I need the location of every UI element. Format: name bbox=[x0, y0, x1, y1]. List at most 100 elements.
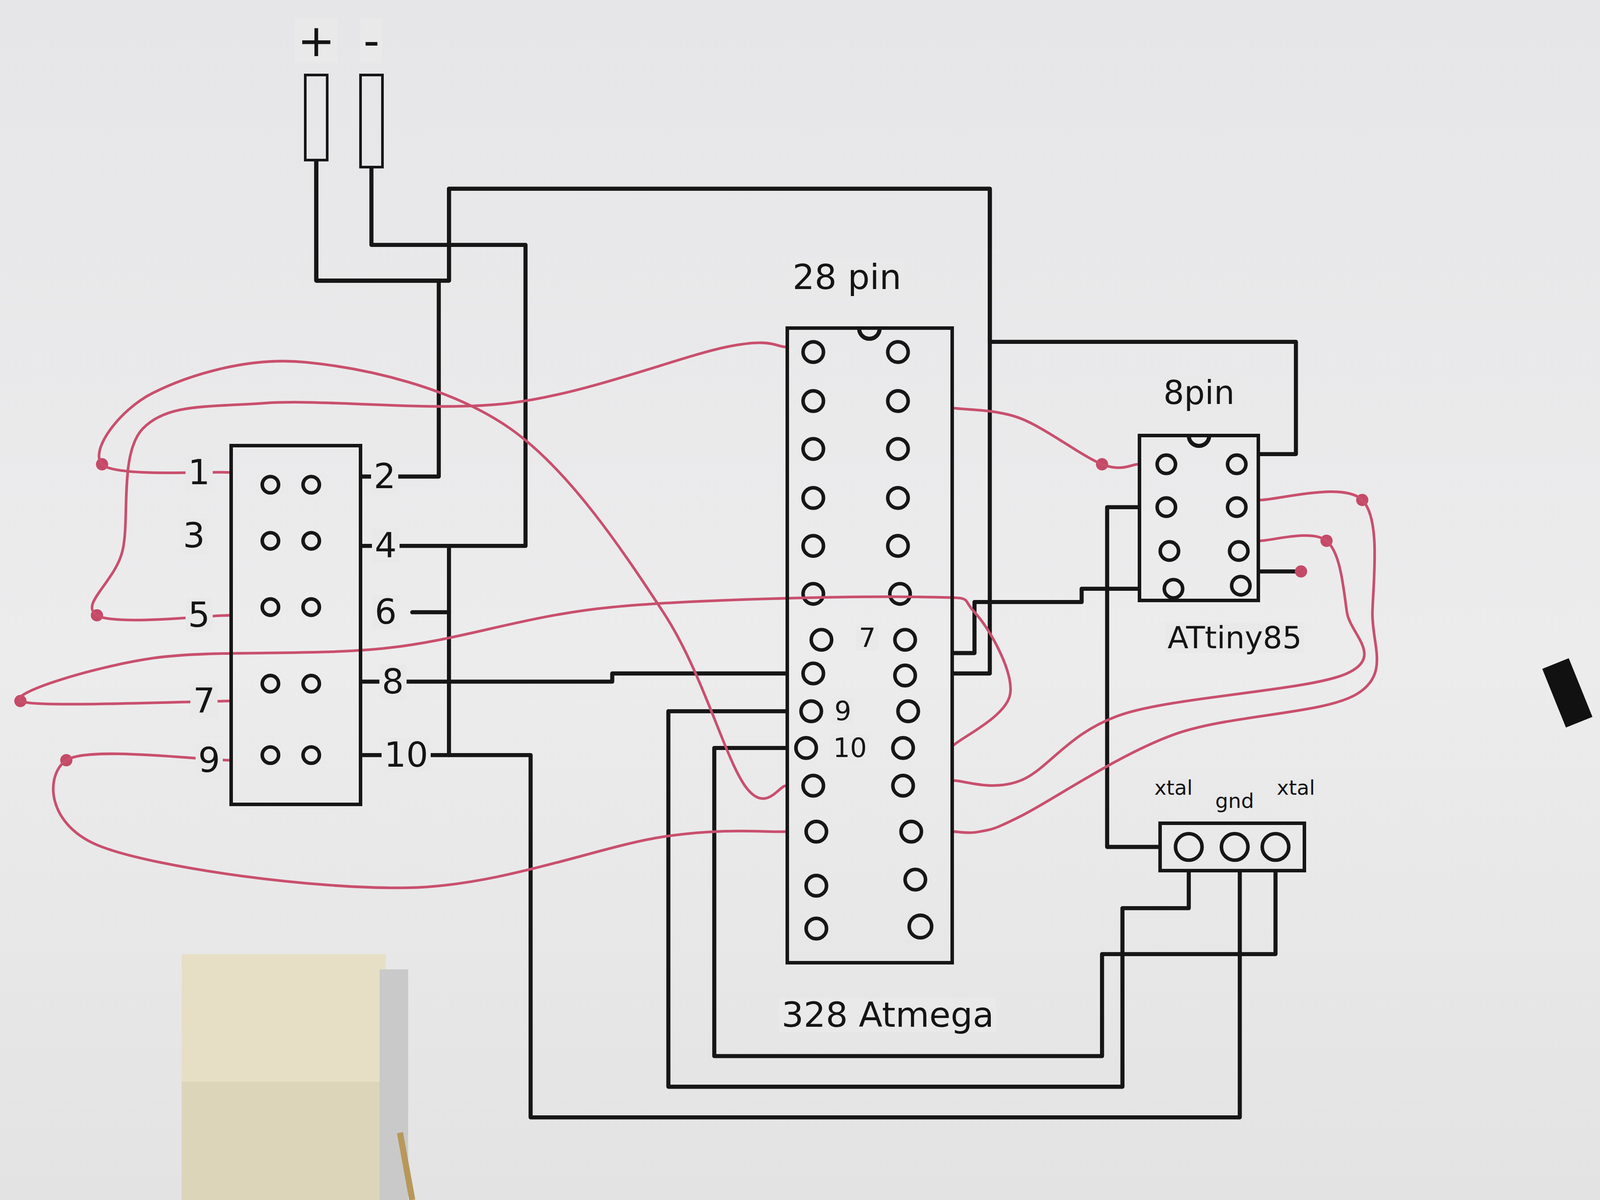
pin-circle bbox=[806, 875, 827, 897]
pin-circle bbox=[303, 532, 320, 549]
pin-circle bbox=[887, 438, 909, 460]
black-object bbox=[1542, 658, 1593, 728]
pin-circle bbox=[803, 390, 824, 412]
chip-name: ATtiny85 bbox=[1164, 622, 1305, 654]
pin-circle bbox=[803, 583, 824, 605]
black-wire bbox=[316, 161, 439, 477]
pin-circle bbox=[1229, 541, 1248, 561]
chip-notch bbox=[1188, 435, 1210, 446]
pin-circle bbox=[303, 675, 320, 692]
pin-circle bbox=[1227, 497, 1247, 517]
chip-package: 28 pin7910328 Atmega bbox=[785, 326, 954, 965]
pin-circle bbox=[909, 915, 932, 938]
crystal-pins bbox=[1175, 833, 1289, 861]
power-terminal: - bbox=[359, 73, 384, 169]
pin-circle bbox=[262, 746, 279, 764]
red-wire bbox=[953, 535, 1365, 786]
stub-line bbox=[1260, 569, 1298, 574]
pin-circle bbox=[1262, 833, 1289, 861]
pin-name: xtal bbox=[1151, 777, 1196, 799]
chip-notch bbox=[859, 328, 880, 339]
chip-package: 8pinATtiny85 bbox=[1137, 433, 1261, 603]
pin-circle bbox=[803, 663, 824, 684]
attiny-pins bbox=[1157, 455, 1250, 599]
pin-circle bbox=[811, 629, 833, 650]
atmega-pins bbox=[796, 341, 932, 939]
polarity-mark: - bbox=[360, 18, 383, 64]
pin-circle bbox=[1175, 833, 1202, 861]
pin-circle bbox=[894, 629, 916, 650]
black-wire bbox=[362, 168, 526, 547]
pin-circle bbox=[1231, 576, 1250, 595]
pin-name: xtal bbox=[1274, 777, 1318, 799]
connector-body bbox=[181, 953, 386, 1200]
red-wire bbox=[953, 408, 1138, 468]
chip-notches bbox=[859, 328, 1210, 447]
pin-circle bbox=[806, 918, 827, 940]
pin-circle bbox=[803, 775, 824, 797]
black-wire bbox=[316, 161, 1296, 455]
crystal-block: xtalgndxtal bbox=[1158, 821, 1307, 873]
red-dot bbox=[1294, 565, 1308, 578]
pin-header: 12345678910 bbox=[229, 443, 362, 807]
pin-circle bbox=[897, 700, 919, 722]
bus-line bbox=[446, 546, 451, 756]
pin-circle bbox=[900, 821, 922, 843]
pin-number: 4 bbox=[371, 528, 400, 564]
pin-circle bbox=[796, 737, 817, 759]
pin-number: 8 bbox=[379, 664, 407, 700]
pin-circle bbox=[1160, 541, 1179, 561]
connector-body bbox=[181, 1081, 386, 1200]
pin-circle bbox=[303, 476, 320, 493]
pin-circle bbox=[803, 535, 824, 557]
pin-number: 9 bbox=[831, 697, 854, 725]
pin-number: 2 bbox=[371, 459, 399, 494]
pin-circle bbox=[800, 700, 822, 722]
bus-line bbox=[412, 610, 450, 615]
pin-circle bbox=[887, 535, 909, 557]
pin-circle bbox=[1227, 455, 1247, 474]
brass-pin bbox=[400, 1132, 413, 1200]
pin-circle bbox=[303, 746, 320, 764]
red-wire bbox=[99, 360, 786, 799]
pin-name: gnd bbox=[1212, 790, 1258, 812]
pin-circle bbox=[1221, 833, 1248, 861]
pin-number: 7 bbox=[856, 624, 879, 651]
header-pins bbox=[262, 476, 320, 764]
pin-circle bbox=[806, 821, 827, 843]
red-wire bbox=[92, 342, 786, 621]
black-wire bbox=[1107, 507, 1158, 847]
pin-circle bbox=[905, 869, 926, 890]
pin-number: 1 bbox=[185, 455, 213, 490]
pin-circle bbox=[887, 390, 909, 412]
pin-circle bbox=[892, 775, 914, 797]
pin-circle bbox=[887, 487, 909, 509]
pin-circle bbox=[1157, 455, 1176, 474]
pin-number: 10 bbox=[830, 734, 870, 761]
solder-dots bbox=[14, 458, 1369, 767]
pin-circle bbox=[262, 599, 279, 616]
pin-circle bbox=[1164, 579, 1183, 598]
chip-name: 328 Atmega bbox=[778, 997, 997, 1033]
pin-circle bbox=[1157, 497, 1176, 517]
plastic-connector bbox=[181, 953, 413, 1200]
pin-number: 3 bbox=[180, 518, 208, 554]
pin-number: 9 bbox=[195, 742, 223, 778]
pin-number: 10 bbox=[381, 737, 432, 773]
pin-circle bbox=[803, 487, 824, 509]
power-terminal: + bbox=[303, 73, 329, 162]
pin-number: 5 bbox=[185, 597, 213, 633]
pin-circle bbox=[887, 341, 909, 363]
black-wire bbox=[668, 711, 1190, 1087]
pin-circle bbox=[303, 599, 320, 616]
red-wire bbox=[19, 596, 1011, 746]
chip-heading: 8pin bbox=[1160, 376, 1237, 410]
red-wire bbox=[53, 753, 786, 889]
chip-heading: 28 pin bbox=[789, 260, 904, 295]
pin-circle bbox=[262, 675, 279, 692]
pin-circle bbox=[803, 341, 824, 363]
pin-circle bbox=[889, 583, 911, 605]
red-wire bbox=[953, 491, 1377, 833]
pin-circle bbox=[894, 665, 916, 686]
